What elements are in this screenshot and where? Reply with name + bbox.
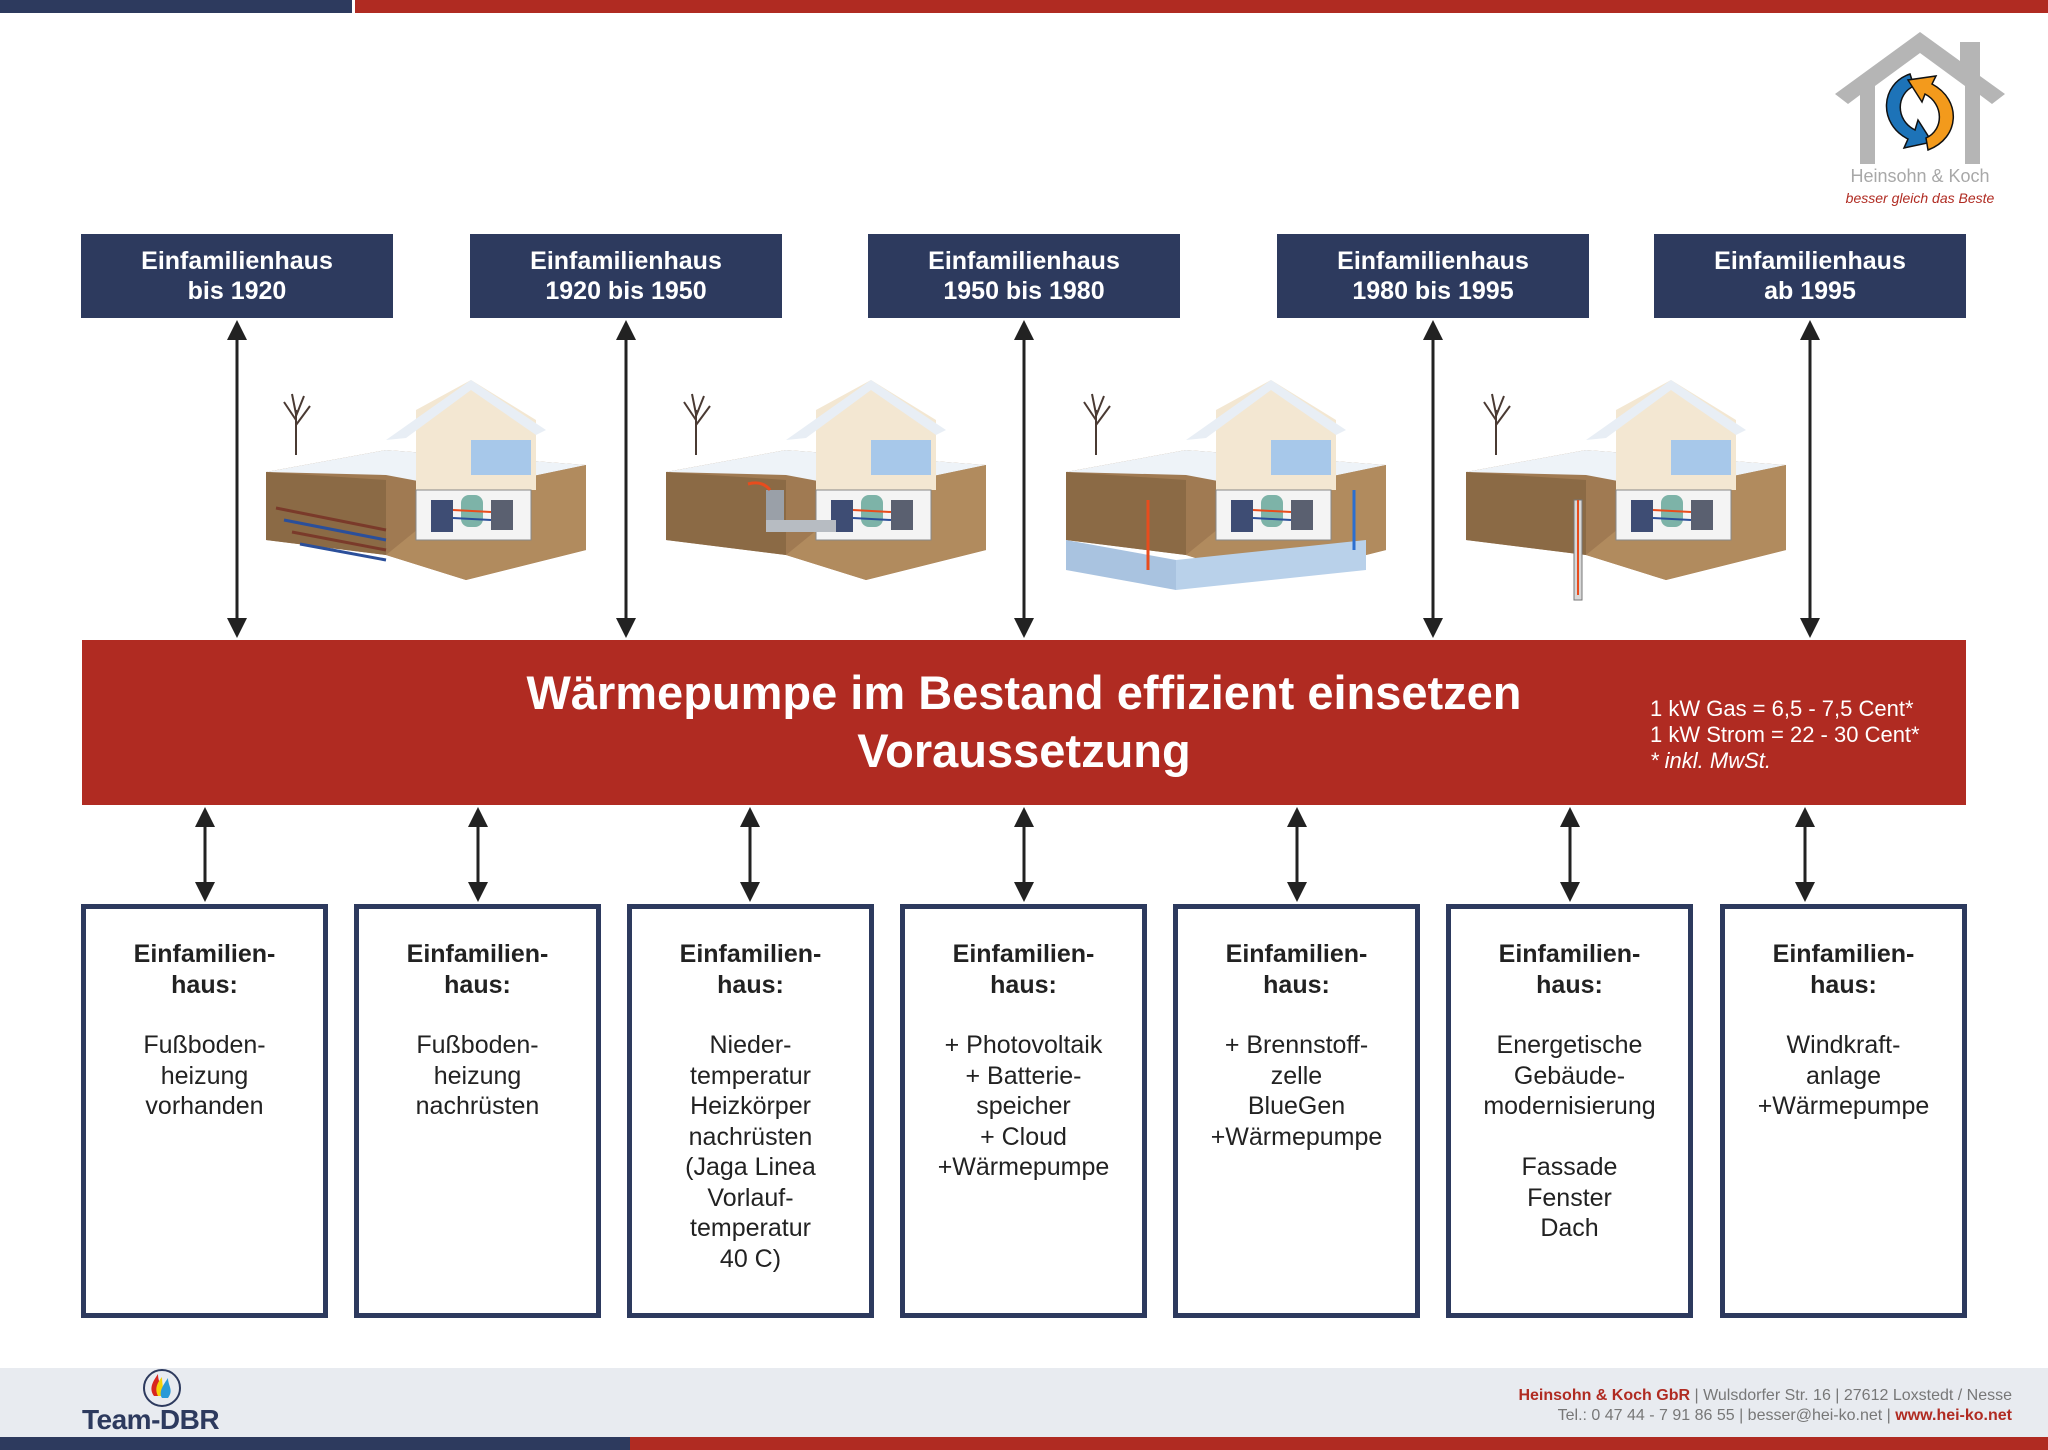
double-arrow-icon	[225, 320, 249, 638]
era-box-ab-1995: Einfamilienhaus ab 1995	[1654, 234, 1966, 318]
era-box-bis-1920: Einfamilienhaus bis 1920	[81, 234, 393, 318]
double-arrow-icon	[1798, 320, 1822, 638]
option-box-head-2: haus:	[1536, 970, 1603, 999]
bottom-stripe-navy	[0, 1437, 630, 1450]
company-address: | Wulsdorfer Str. 16 | 27612 Loxstedt / …	[1690, 1387, 2012, 1404]
logo-company-name: Heinsohn & Koch	[1850, 166, 1990, 186]
double-arrow-icon	[1012, 807, 1036, 902]
era-box-period: ab 1995	[1764, 277, 1856, 305]
option-box-head-1: Einfamilien-	[679, 940, 822, 968]
option-box-head-1: Einfamilien-	[133, 940, 276, 968]
era-box-title: Einfamilienhaus	[1337, 247, 1529, 275]
era-box-period: 1920 bis 1950	[545, 277, 707, 305]
option-box-head-2: haus:	[444, 970, 511, 999]
option-box-head-2: haus:	[171, 970, 238, 999]
option-box-head-1: Einfamilien-	[406, 940, 549, 968]
double-arrow-icon	[193, 807, 217, 902]
double-arrow-icon	[614, 320, 638, 638]
main-banner: Wärmepumpe im Bestand effizient einsetze…	[82, 640, 1966, 805]
company-name: Heinsohn & Koch GbR	[1518, 1387, 1691, 1404]
house-illustration-ground-collector	[266, 380, 586, 610]
banner-title-line2: Voraussetzung	[857, 724, 1191, 777]
price-note: * inkl. MwSt.	[1650, 748, 1772, 773]
option-box-fussbodenheizung-nachruesten: Einfamilien- haus: Fußboden- heizung nac…	[354, 904, 601, 1318]
contact-line-2: Tel.: 0 47 44 - 7 91 86 55 | besser@hei-…	[1518, 1406, 2012, 1426]
option-box-head-1: Einfamilien-	[1772, 940, 1915, 968]
contact-phone-email: Tel.: 0 47 44 - 7 91 86 55 | besser@hei-…	[1557, 1407, 1896, 1424]
team-dbr-logo: Team-DBR	[82, 1369, 242, 1435]
footer: Team-DBR Heinsohn & Koch GbR | Wulsdorfe…	[0, 1368, 2048, 1437]
double-arrow-icon	[1558, 807, 1582, 902]
heinsohn-koch-logo: Heinsohn & Koch besser gleich das Beste	[1820, 24, 2020, 214]
house-illustration-groundwater	[1066, 380, 1386, 610]
top-stripe-navy	[0, 0, 352, 13]
option-box-head-1: Einfamilien-	[952, 940, 1095, 968]
price-strom: 1 kW Strom = 22 - 30 Cent*	[1650, 722, 1920, 747]
website-link[interactable]: www.hei-ko.net	[1895, 1407, 2012, 1424]
era-box-period: 1950 bis 1980	[943, 277, 1105, 305]
option-box-body: Windkraft- anlage +Wärmepumpe	[1757, 1031, 1930, 1120]
option-box-head-1: Einfamilien-	[1498, 940, 1641, 968]
option-box-gebaeudemodernisierung: Einfamilien- haus: Energetische Gebäude-…	[1446, 904, 1693, 1318]
option-box-windkraft: Einfamilien- haus: Windkraft- anlage +Wä…	[1720, 904, 1967, 1318]
option-box-body: Energetische Gebäude- modernisierung Fas…	[1483, 1031, 1656, 1242]
era-box-period: 1980 bis 1995	[1352, 277, 1514, 305]
house-illustration-borehole	[1466, 380, 1786, 610]
era-box-1920-1950: Einfamilienhaus 1920 bis 1950	[470, 234, 782, 318]
era-box-title: Einfamilienhaus	[1714, 247, 1906, 275]
double-arrow-icon	[1793, 807, 1817, 902]
option-box-body: + Photovoltaik + Batterie- speicher + Cl…	[937, 1031, 1110, 1181]
double-arrow-icon	[1012, 320, 1036, 638]
double-arrow-icon	[1285, 807, 1309, 902]
option-box-body: Fußboden- heizung nachrüsten	[415, 1031, 540, 1120]
house-illustration-air-source	[666, 380, 986, 610]
option-box-head-2: haus:	[990, 970, 1057, 999]
era-box-1950-1980: Einfamilienhaus 1950 bis 1980	[868, 234, 1180, 318]
option-box-niedertemperatur: Einfamilien- haus: Nieder- temperatur He…	[627, 904, 874, 1318]
top-stripe-red	[355, 0, 2048, 13]
banner-title: Wärmepumpe im Bestand effizient einsetze…	[82, 664, 1966, 780]
option-box-head-2: haus:	[1810, 970, 1877, 999]
price-gas: 1 kW Gas = 6,5 - 7,5 Cent*	[1650, 696, 1914, 721]
contact-line-1: Heinsohn & Koch GbR | Wulsdorfer Str. 16…	[1518, 1386, 2012, 1406]
contact-info: Heinsohn & Koch GbR | Wulsdorfer Str. 16…	[1518, 1386, 2012, 1426]
team-dbr-text: Team-DBR	[82, 1404, 220, 1435]
house-heatpump-icon	[1835, 32, 2005, 164]
option-box-brennstoffzelle: Einfamilien- haus: + Brennstoff- zelle B…	[1173, 904, 1420, 1318]
double-arrow-icon	[738, 807, 762, 902]
double-arrow-icon	[466, 807, 490, 902]
double-arrow-icon	[1421, 320, 1445, 638]
price-info: 1 kW Gas = 6,5 - 7,5 Cent* 1 kW Strom = …	[1650, 696, 1920, 774]
option-box-body: + Brennstoff- zelle BlueGen +Wärmepumpe	[1210, 1031, 1383, 1151]
option-box-body: Fußboden- heizung vorhanden	[143, 1031, 266, 1120]
option-box-fussbodenheizung-vorhanden: Einfamilien- haus: Fußboden- heizung vor…	[81, 904, 328, 1318]
flame-icon	[143, 1369, 181, 1407]
option-box-head-1: Einfamilien-	[1225, 940, 1368, 968]
banner-title-line1: Wärmepumpe im Bestand effizient einsetze…	[526, 666, 1522, 719]
option-box-head-2: haus:	[717, 970, 784, 999]
era-box-title: Einfamilienhaus	[530, 247, 722, 275]
bottom-stripe-red	[630, 1437, 2048, 1450]
era-box-1980-1995: Einfamilienhaus 1980 bis 1995	[1277, 234, 1589, 318]
era-box-period: bis 1920	[187, 277, 287, 305]
logo-tagline: besser gleich das Beste	[1845, 190, 1995, 206]
option-box-photovoltaik: Einfamilien- haus: + Photovoltaik + Batt…	[900, 904, 1147, 1318]
era-box-title: Einfamilienhaus	[928, 247, 1120, 275]
era-box-title: Einfamilienhaus	[141, 247, 333, 275]
option-box-body: Nieder- temperatur Heizkörper nachrüsten…	[685, 1031, 816, 1273]
option-box-head-2: haus:	[1263, 970, 1330, 999]
